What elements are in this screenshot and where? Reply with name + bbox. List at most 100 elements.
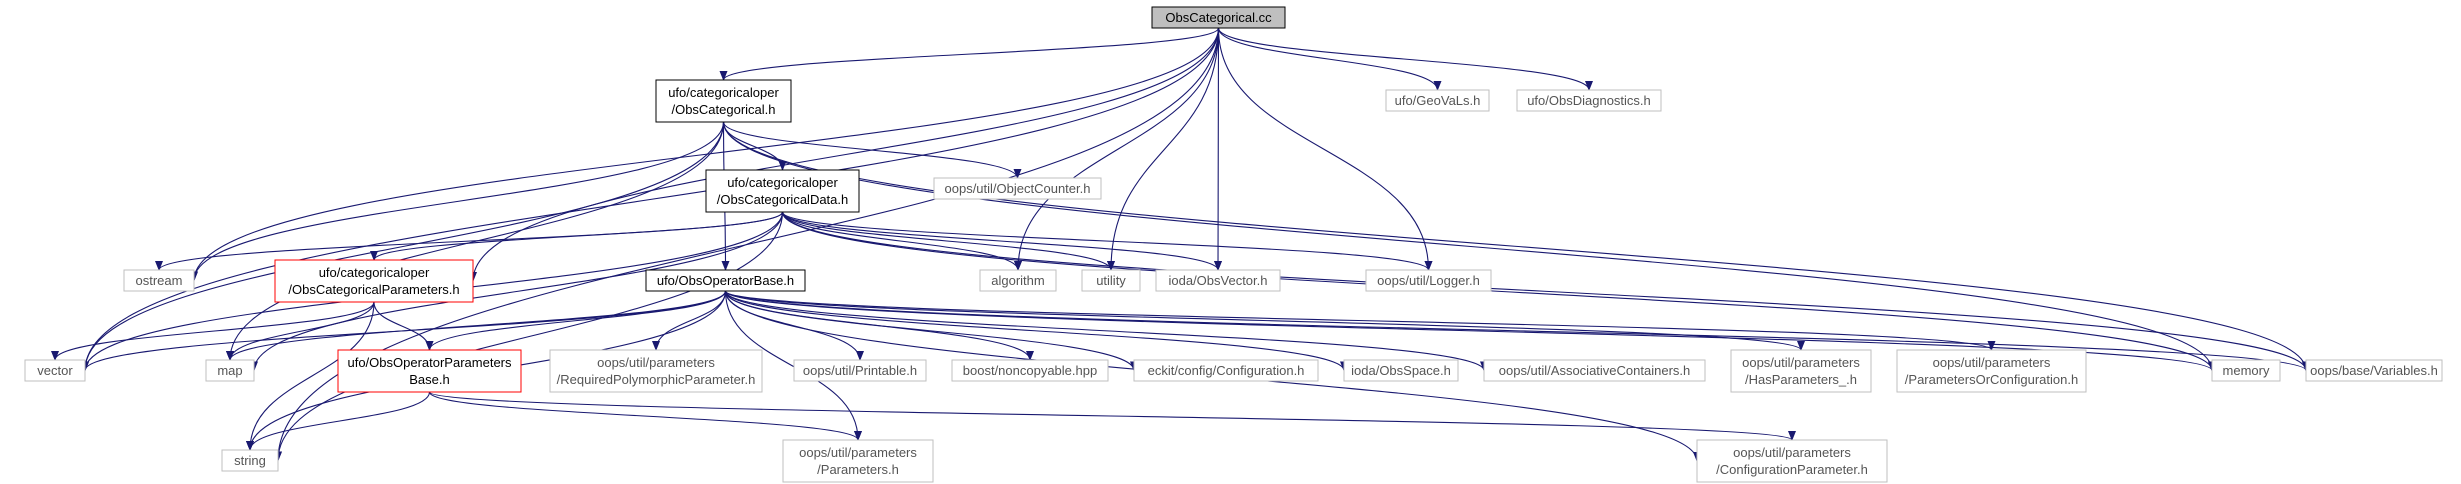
dependency-edge-obs-operator-base-h-to-map bbox=[226, 290, 727, 361]
node-box bbox=[933, 177, 1102, 200]
node-box bbox=[549, 349, 763, 393]
dependency-edge-obs-operator-base-h-to-obs-operator-parameters-base-h bbox=[425, 290, 727, 351]
node-label-line: vector bbox=[37, 363, 73, 378]
dependency-edge-obs-categorical-data-h-to-algorithm bbox=[781, 211, 1022, 271]
node-label-line: ioda/ObsVector.h bbox=[1168, 273, 1267, 288]
node-label-line: ufo/categoricaloper bbox=[668, 85, 779, 100]
node-vector: vector bbox=[24, 359, 86, 382]
node-box bbox=[221, 449, 279, 472]
dependency-edge-obs-operator-base-h-to-required-polymorphic-parameter-h bbox=[652, 290, 727, 351]
node-label-line: /HasParameters_.h bbox=[1745, 372, 1857, 387]
node-label-line: /ParametersOrConfiguration.h bbox=[1905, 372, 2078, 387]
dependency-edge-obs-categorical-h-to-vector bbox=[81, 121, 725, 372]
node-obs-operator-base-h[interactable]: ufo/ObsOperatorBase.h bbox=[645, 269, 806, 292]
node-label-line: ufo/categoricaloper bbox=[727, 175, 838, 190]
node-associative-containers-h: oops/util/AssociativeContainers.h bbox=[1483, 359, 1706, 382]
node-label-line: ObsCategorical.cc bbox=[1165, 10, 1272, 25]
node-label-line: memory bbox=[2223, 363, 2270, 378]
dependency-edge-obs-operator-parameters-base-h-to-configuration-parameter-h bbox=[428, 391, 1796, 441]
node-label-line: oops/util/AssociativeContainers.h bbox=[1499, 363, 1691, 378]
dependency-edge-obs-operator-base-h-to-parameters-or-configuration-h bbox=[724, 290, 1996, 351]
node-box bbox=[24, 359, 86, 382]
dependency-edge-obs-categorical-cc-to-ostream bbox=[190, 27, 1220, 282]
dependency-edge-obs-categorical-parameters-h-to-vector bbox=[51, 301, 375, 361]
node-label-line: boost/noncopyable.hpp bbox=[963, 363, 1097, 378]
node-label-line: utility bbox=[1096, 273, 1126, 288]
node-box bbox=[782, 439, 934, 483]
node-label-line: oops/util/parameters bbox=[799, 445, 917, 460]
dependency-edge-obs-categorical-data-h-to-memory bbox=[781, 211, 2216, 372]
node-box bbox=[1385, 89, 1490, 112]
dependency-edge-obs-categorical-parameters-h-to-string bbox=[246, 301, 375, 451]
node-memory: memory bbox=[2211, 359, 2281, 382]
dependency-edge-obs-categorical-h-to-memory bbox=[722, 121, 2216, 372]
node-label-line: ufo/GeoVaLs.h bbox=[1395, 93, 1481, 108]
dependency-edge-obs-categorical-cc-to-utility bbox=[1107, 27, 1220, 271]
node-label-line: oops/util/Printable.h bbox=[803, 363, 917, 378]
node-ostream: ostream bbox=[123, 269, 195, 292]
dependency-edge-obs-categorical-parameters-h-to-map bbox=[226, 301, 375, 361]
node-obs-categorical-h[interactable]: ufo/categoricaloper/ObsCategorical.h bbox=[655, 79, 792, 123]
node-label-line: oops/util/parameters bbox=[1733, 445, 1851, 460]
node-obs-categorical-data-h[interactable]: ufo/categoricaloper/ObsCategoricalData.h bbox=[705, 169, 860, 213]
dependency-edge-obs-operator-base-h-to-memory bbox=[724, 290, 2216, 372]
dependency-edge-obs-categorical-data-h-to-ostream bbox=[155, 211, 784, 271]
node-parameters-h: oops/util/parameters/Parameters.h bbox=[782, 439, 934, 483]
node-obs-categorical-cc[interactable]: ObsCategorical.cc bbox=[1151, 6, 1286, 29]
node-variables-h: oops/base/Variables.h bbox=[2305, 359, 2443, 382]
node-box bbox=[1483, 359, 1706, 382]
dependency-edge-obs-categorical-data-h-to-logger-h bbox=[781, 211, 1433, 271]
node-label-line: /RequiredPolymorphicParameter.h bbox=[557, 372, 756, 387]
node-obs-categorical-parameters-h[interactable]: ufo/categoricaloper/ObsCategoricalParame… bbox=[274, 259, 474, 303]
node-label-line: ufo/categoricaloper bbox=[319, 265, 430, 280]
node-map: map bbox=[205, 359, 255, 382]
node-label-line: /ObsCategorical.h bbox=[671, 102, 775, 117]
node-box bbox=[205, 359, 255, 382]
node-utility: utility bbox=[1081, 269, 1141, 292]
node-eckit-configuration-h: eckit/config/Configuration.h bbox=[1133, 359, 1319, 382]
node-ioda-obs-space-h: ioda/ObsSpace.h bbox=[1343, 359, 1459, 382]
dependency-edge-obs-operator-parameters-base-h-to-string bbox=[246, 391, 431, 451]
node-label-line: ufo/ObsOperatorBase.h bbox=[657, 273, 794, 288]
node-box bbox=[951, 359, 1109, 382]
node-label-line: oops/util/parameters bbox=[1742, 355, 1860, 370]
node-label-line: algorithm bbox=[991, 273, 1044, 288]
node-box bbox=[1151, 6, 1286, 29]
dependency-edge-obs-categorical-parameters-h-to-obs-operator-parameters-base-h bbox=[373, 301, 434, 351]
node-label-line: /ObsCategoricalData.h bbox=[717, 192, 849, 207]
node-box bbox=[1696, 439, 1888, 483]
node-label-line: oops/util/parameters bbox=[1933, 355, 2051, 370]
node-label-line: oops/util/ObjectCounter.h bbox=[945, 181, 1091, 196]
dependency-edge-obs-categorical-cc-to-obs-categorical-h bbox=[719, 27, 1220, 81]
node-box bbox=[123, 269, 195, 292]
node-box bbox=[1081, 269, 1141, 292]
dependency-edge-obs-categorical-h-to-object-counter-h bbox=[722, 121, 1022, 179]
node-box bbox=[2211, 359, 2281, 382]
node-required-polymorphic-parameter-h: oops/util/parameters/RequiredPolymorphic… bbox=[549, 349, 763, 393]
dependency-edge-obs-categorical-cc-to-algorithm bbox=[1014, 27, 1220, 271]
node-label-line: eckit/config/Configuration.h bbox=[1148, 363, 1305, 378]
dependency-edge-obs-categorical-data-h-to-variables-h bbox=[781, 211, 2310, 372]
dependency-edge-obs-categorical-cc-to-ioda-obs-vector-h bbox=[1214, 27, 1223, 271]
node-label-line: ioda/ObsSpace.h bbox=[1351, 363, 1451, 378]
node-box bbox=[793, 359, 927, 382]
graph-nodes: ObsCategorical.cc ufo/categoricaloper/Obs… bbox=[24, 6, 2443, 483]
node-box bbox=[337, 349, 522, 393]
node-geovals-h: ufo/GeoVaLs.h bbox=[1385, 89, 1490, 112]
node-label-line: map bbox=[217, 363, 242, 378]
node-string: string bbox=[221, 449, 279, 472]
node-box bbox=[1155, 269, 1281, 292]
node-configuration-parameter-h: oops/util/parameters/ConfigurationParame… bbox=[1696, 439, 1888, 483]
dependency-edge-obs-operator-parameters-base-h-to-parameters-h bbox=[428, 391, 862, 441]
node-noncopyable-hpp: boost/noncopyable.hpp bbox=[951, 359, 1109, 382]
dependency-edge-obs-categorical-cc-to-string bbox=[274, 27, 1220, 462]
node-box bbox=[2305, 359, 2443, 382]
node-label-line: Base.h bbox=[409, 372, 449, 387]
node-label-line: ufo/ObsOperatorParameters bbox=[347, 355, 512, 370]
dependency-edge-obs-categorical-cc-to-obs-diagnostics-h bbox=[1217, 27, 1593, 91]
node-label-line: /ObsCategoricalParameters.h bbox=[288, 282, 459, 297]
dependency-edge-obs-categorical-data-h-to-string bbox=[274, 211, 784, 462]
node-label-line: /ConfigurationParameter.h bbox=[1716, 462, 1868, 477]
